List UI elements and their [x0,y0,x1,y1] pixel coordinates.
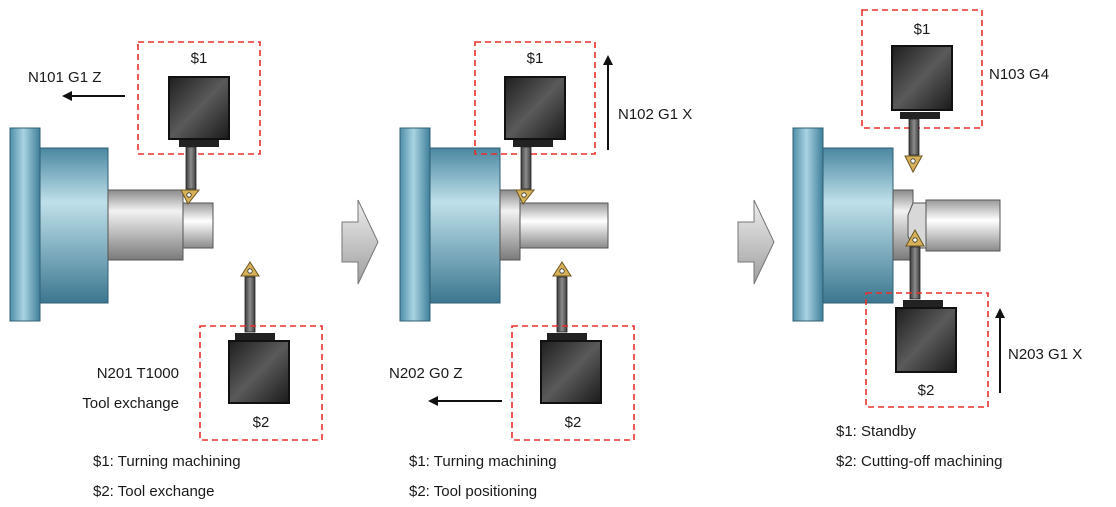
turret-2-highlight-box [511,325,635,441]
chuck-body [429,147,501,304]
turret-1-tool-holder [185,146,197,190]
turret-2-program-block: N202 G0 Z [389,365,462,382]
turret-1-tool-clamp [900,112,940,119]
turret-1-tool-holder [908,118,920,156]
turret-1-label: $1 [527,50,544,67]
workpiece-turned-section [925,199,1001,252]
turret-2-tool-holder [556,276,568,333]
workpiece-turned-section [182,202,214,249]
turret-1-tool-block [891,45,953,111]
turret-2-label: $2 [565,414,582,431]
turret-2-tool-block [228,340,290,404]
turret-1-highlight-box [861,9,983,129]
panel-3: $1 N103 G4 $2 N203 G1 X $1: Standby $2: … [792,9,1082,470]
turret-2-tool-clamp [235,333,275,340]
turret-2-highlight-box [199,325,323,441]
turret-1-insert-screw [521,192,527,198]
chuck-flange [792,127,824,322]
turret-2-tool-block [540,340,602,404]
turret-2-insert-screw [559,268,565,274]
turret-2-tool-holder [909,246,921,300]
turret-2-insert-screw [912,237,918,243]
turret-1-highlight-box [474,41,596,155]
panel-1-status-turret-1: $1: Turning machining [93,453,241,470]
step-arrow-1 [341,199,379,285]
turret-1-tool-holder [520,146,532,190]
chuck-flange [9,127,41,322]
panel-2-status-turret-1: $1: Turning machining [409,453,557,470]
turret-2-program-note: Tool exchange [82,395,179,412]
turret-2-highlight-box [865,292,989,408]
turret-1-label: $1 [191,50,208,67]
turret-1-tool-block [504,76,566,140]
panel-3-status-turret-1: $1: Standby [836,423,917,440]
turret-2-program-block: N203 G1 X [1008,346,1082,363]
turret-1-insert [904,155,923,174]
turret-1-label: $1 [914,21,931,38]
turret-1-program-block: N102 G1 X [618,106,692,123]
panel-1: $1 N101 G1 Z $2 N201 T1000 Tool exchange… [9,41,323,500]
turret-1-highlight-box [137,41,261,155]
workpiece [499,189,521,261]
turret-1-tool-clamp [179,140,219,147]
panel-2: $1 N102 G1 X $2 N202 G0 Z $1: Turning ma… [389,41,692,500]
turret-2-tool-clamp [903,300,943,307]
turret-1-program-block: N103 G4 [989,66,1049,83]
turret-1-insert-screw [910,158,916,164]
panel-2-status-turret-2: $2: Tool positioning [409,483,537,500]
turret-2-tool-block [895,307,957,373]
turret-1-program-block: N101 G1 Z [28,69,101,86]
turret-2-tool-clamp [547,333,587,340]
chuck-flange [399,127,431,322]
turret-2-program-block: N201 T1000 [97,365,179,382]
turret-1-tool-block [168,76,230,140]
turret-1-insert-screw [186,192,192,198]
workpiece [107,189,184,261]
turret-2-label: $2 [253,414,270,431]
panel-1-status-turret-2: $2: Tool exchange [93,483,215,500]
step-arrow-2 [737,199,775,285]
turret-1-tool-clamp [513,140,553,147]
turret-2-label: $2 [918,382,935,399]
panel-3-status-turret-2: $2: Cutting-off machining [836,453,1003,470]
workpiece-turned-section [519,202,609,249]
turret-2-insert-screw [247,268,253,274]
turret-2-tool-holder [244,276,256,333]
chuck-body [39,147,109,304]
chuck-body [822,147,894,304]
